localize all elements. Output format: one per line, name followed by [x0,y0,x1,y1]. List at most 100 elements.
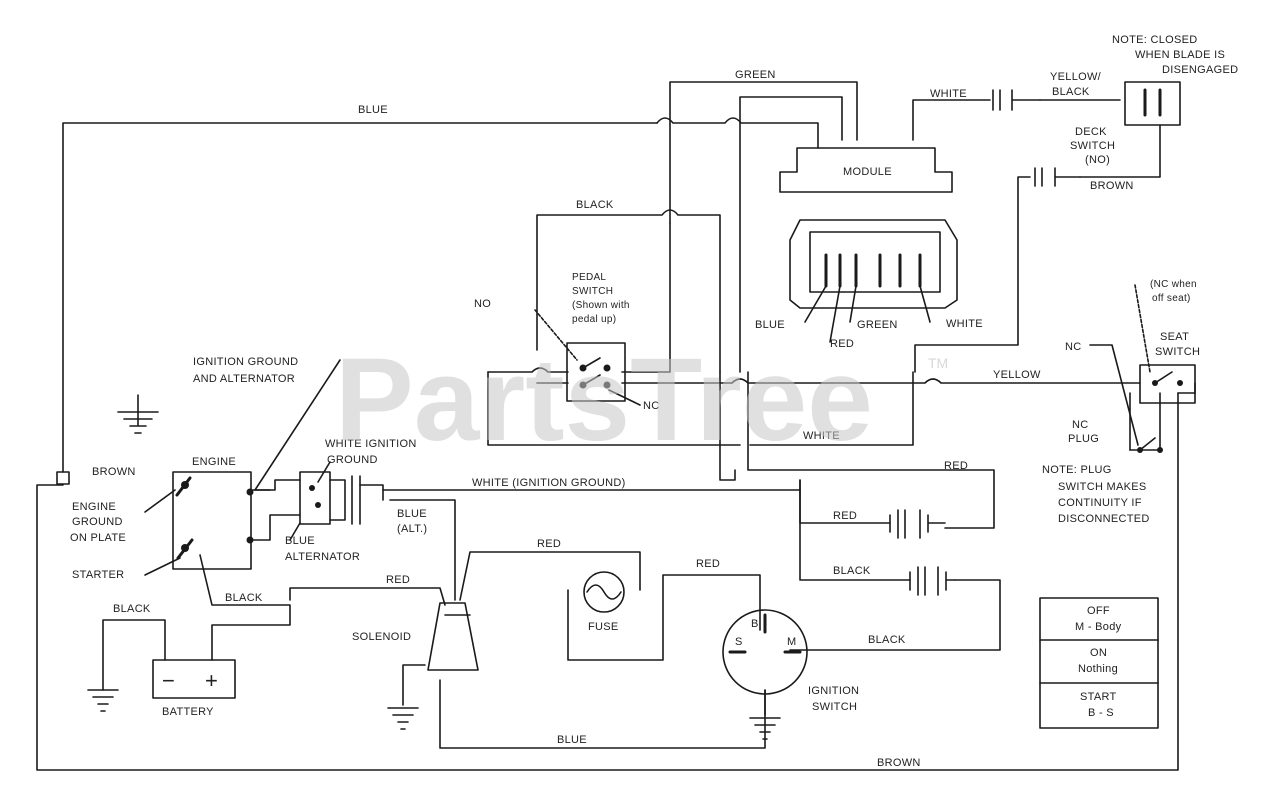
watermark-tm: TM [928,355,948,371]
nc-seat-note-2: off seat) [1152,293,1191,304]
white-ign-label-2: GROUND [327,454,378,466]
label-nc-pedal: NC [643,400,660,412]
ign-sw-label-2: SWITCH [812,701,857,713]
label-yellow: YELLOW [993,369,1041,381]
label-conn-white: WHITE [946,318,983,330]
wire-solenoid-ground [402,664,426,706]
wire-white-mid [749,371,914,446]
battery-minus: − [162,668,175,693]
label-brown-left: BROWN [92,466,136,478]
label-black-ign: BLACK [868,634,906,646]
wire-red-right [747,371,995,529]
wire-black-batt [102,619,166,691]
label-blue-bottom: BLUE [557,734,587,746]
nc-plug-label-1: NC [1072,419,1089,431]
white-ign-label-1: WHITE IGNITION [325,438,417,450]
wire-blue-hop [656,117,819,149]
solenoid-label: SOLENOID [352,631,411,643]
ground-symbols [87,411,781,740]
note-plug-2: SWITCH MAKES [1058,481,1147,493]
seat-switch [1089,284,1196,446]
label-black-deck: BLACK [1052,86,1090,98]
ign-gnd-label-1: IGNITION GROUND [193,356,298,368]
label-white-top: WHITE [930,88,967,100]
eng-gnd-label-3: ON PLATE [70,532,126,544]
seat-label-1: SEAT [1160,331,1189,343]
wire-black-pedal [536,209,721,373]
label-white-ign-gnd: WHITE (IGNITION GROUND) [472,477,626,489]
wires [36,81,1196,771]
label-black-pedal: BLACK [576,199,614,211]
module-connector [789,219,958,343]
label-blue-top: BLUE [358,104,388,116]
eng-gnd-label-2: GROUND [72,516,123,528]
label-green-top: GREEN [735,69,776,81]
connectors-mid [889,509,956,596]
legend-start: START [1080,691,1117,703]
ground-ignition-switch [749,717,781,740]
legend-on: ON [1090,647,1107,659]
ground-solenoid [387,707,419,730]
wire-module-b [739,96,843,373]
ground-terminal [56,471,70,485]
note-closed-1: NOTE: CLOSED [1112,34,1198,46]
wire-black-mid-right [789,579,1001,651]
pedal-label-2: SWITCH [572,286,613,297]
ground-ignition [117,411,159,434]
terminal-b: B [751,618,759,630]
wire-yellow [487,371,741,446]
label-black-batt: BLACK [113,603,151,615]
legend-box: OFF M - Body ON Nothing START B - S [1039,597,1159,729]
wire-plug [1129,392,1161,451]
wire-red-sol [289,587,446,606]
label-black-sol: BLACK [225,592,263,604]
label-nc-seat: NC [1065,341,1082,353]
wire-blue-alt [389,499,456,601]
solenoid [427,602,479,671]
pedal-label-4: pedal up) [572,314,616,325]
wire-red-fuse [459,551,641,601]
engine [144,359,341,576]
module: MODULE [779,147,953,193]
ignition-switch [722,609,808,695]
ign-gnd-label-2: AND ALTERNATOR [193,373,295,385]
watermark-brand: PartsTree [335,334,873,466]
wire-white-top [912,99,991,141]
wire-engine-conn2 [249,514,301,541]
ignition-connector [289,461,384,541]
pedal-switch [534,309,641,406]
label-red-fuse: RED [537,538,561,550]
ign-sw-label-1: IGNITION [808,685,859,697]
blue-alt-label-2: ALTERNATOR [285,551,360,563]
wire-pedal-top [621,222,671,373]
terminal-s: S [735,636,743,648]
label-red-right: RED [944,460,968,472]
wire-yellow-long [621,378,1141,384]
wire-green-top [669,81,858,224]
wire-pedal-left [487,367,569,373]
wire-fuse-left [567,574,761,661]
wire-blue-top [62,122,658,473]
legend-off: OFF [1087,605,1110,617]
label-red-sol: RED [386,574,410,586]
blue-alt-paren-1: BLUE [397,508,427,520]
pedal-label-3: (Shown with [572,300,630,311]
note-plug-4: DISCONNECTED [1058,513,1150,525]
blue-alt-paren-2: (ALT.) [397,523,427,535]
module-label: MODULE [843,166,892,178]
note-closed-3: DISENGAGED [1162,64,1238,76]
label-white-mid: WHITE [803,430,840,442]
wire-deck-brown [1079,124,1161,178]
deck-label-1: DECK [1075,126,1107,138]
fuse-label: FUSE [588,621,619,633]
legend-start-desc: B - S [1088,707,1114,719]
deck-label-3: (NO) [1085,154,1110,166]
nc-plug-label-2: PLUG [1068,433,1099,445]
terminal-m: M [787,636,796,648]
label-yellow: YELLOW/ [1050,71,1102,83]
eng-gnd-label-1: ENGINE [72,501,116,513]
engine-label: ENGINE [192,456,236,468]
label-brown-deck: BROWN [1090,180,1134,192]
wire-deck-to-seat [914,176,1031,373]
